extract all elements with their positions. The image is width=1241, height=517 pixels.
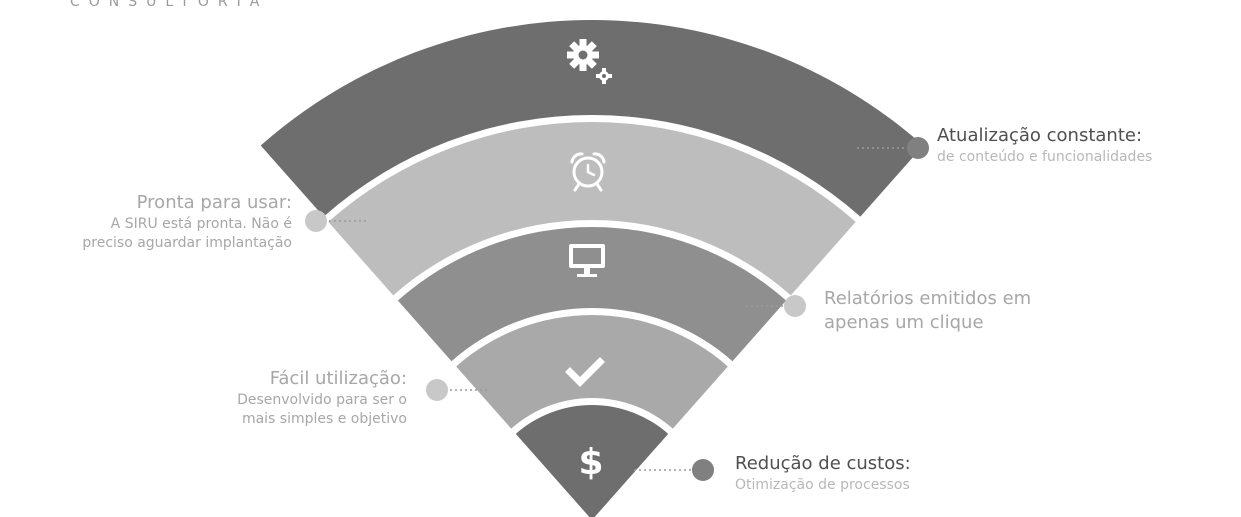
callout-text: Relatórios emitidos em	[824, 288, 1032, 309]
callout-pronta: Pronta para usar: A SIRU está pronta. Nã…	[82, 191, 292, 253]
gears-icon	[567, 39, 612, 84]
funnel-band-2	[328, 121, 856, 296]
callout-reducao: Redução de custos: Otimização de process…	[735, 452, 911, 495]
monitor-icon	[569, 244, 605, 277]
callout-text: de conteúdo e funcionalidades	[937, 149, 1153, 166]
callout-title: Fácil utilização:	[269, 368, 407, 389]
callout-text: A SIRU está pronta. Não é	[110, 216, 292, 233]
callout-title: Atualização constante:	[937, 125, 1143, 146]
funnel-band-3	[397, 227, 787, 362]
callout-title: Pronta para usar:	[136, 192, 292, 213]
callout-facil: Fácil utilização: Desenvolvido para ser …	[237, 367, 407, 429]
dollar-icon: $	[578, 442, 603, 483]
connector-dot-pronta	[305, 210, 327, 232]
callout-title: Redução de custos:	[735, 453, 911, 474]
callout-text: preciso aguardar implantação	[82, 235, 292, 252]
connector-dot-relatorios	[784, 295, 806, 317]
alarm-clock-icon	[570, 152, 606, 192]
checkmark-icon	[565, 357, 605, 387]
callout-text: mais simples e objetivo	[241, 411, 407, 428]
callout-relatorios: Relatórios emitidos em apenas um clique	[824, 287, 1031, 336]
callout-text: Otimização de processos	[735, 477, 910, 494]
callout-atualizacao: Atualização constante: de conteúdo e fun…	[937, 124, 1152, 167]
brand-wordmark: CONSULTORIA	[70, 0, 269, 10]
connector-dot-reducao	[692, 459, 714, 481]
funnel-band-5	[515, 405, 669, 517]
connector-dot-facil	[426, 379, 448, 401]
funnel-band-1	[260, 20, 924, 217]
connector-dot-atualizacao	[907, 137, 929, 159]
callout-text: apenas um clique	[824, 312, 984, 334]
callout-text: Desenvolvido para ser o	[237, 392, 407, 409]
